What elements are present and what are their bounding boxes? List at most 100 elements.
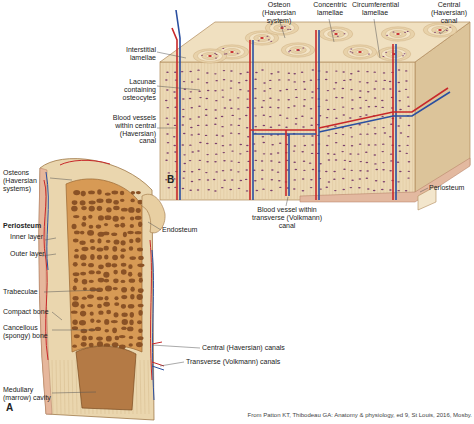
trabecular-space [105, 286, 112, 292]
trabecular-space [71, 311, 78, 314]
osteocyte-lacuna [167, 142, 170, 143]
osteocyte-lacuna [366, 177, 369, 178]
trabecular-space [90, 254, 95, 260]
osteocyte-lacuna [222, 145, 225, 146]
osteocyte-lacuna [309, 162, 312, 163]
central-canal [334, 33, 338, 35]
trabecular-space [120, 191, 124, 196]
osteocyte-lacuna [215, 153, 218, 154]
osteocyte-lacuna [389, 170, 392, 171]
osteocyte-lacuna [239, 153, 242, 154]
osteocyte-lacuna [335, 159, 338, 160]
trabecular-space [121, 312, 127, 316]
osteocyte-lacuna [390, 153, 393, 154]
osteocyte-lacuna [325, 171, 328, 172]
trabecular-space [96, 336, 103, 340]
osteocyte-lacuna [382, 169, 385, 170]
osteocyte-lacuna [311, 91, 314, 92]
lamella-line [406, 63, 407, 199]
trabecular-space [106, 240, 111, 243]
osteocyte-lacuna [375, 106, 378, 107]
striation-line [64, 360, 65, 414]
trabecular-space [121, 248, 126, 252]
osteocyte-lacuna [261, 178, 264, 179]
osteocyte-lacuna [302, 135, 305, 136]
osteocyte-lacuna [382, 56, 384, 57]
trabecular-space [88, 336, 93, 340]
osteocyte-lacuna [173, 91, 176, 92]
osteocyte-lacuna [245, 169, 248, 170]
trabecular-space [98, 215, 104, 220]
lamella-line [191, 63, 192, 199]
lamella-line [380, 63, 381, 199]
trabecular-space [71, 206, 78, 212]
osteocyte-lacuna [389, 136, 392, 137]
lamella-line [371, 63, 372, 199]
trabecular-space [73, 272, 80, 276]
osteocyte-lacuna [405, 89, 408, 90]
osteocyte-lacuna [278, 124, 281, 125]
osteocyte-lacuna [266, 36, 268, 37]
osteocyte-lacuna [407, 96, 410, 97]
osteocyte-lacuna [271, 179, 274, 180]
part-label: Periosteum [3, 222, 55, 230]
osteocyte-lacuna [278, 180, 281, 181]
osteocyte-lacuna [230, 132, 233, 133]
osteocyte-lacuna [198, 91, 201, 92]
osteocyte-lacuna [359, 97, 362, 98]
osteocyte-lacuna [262, 136, 265, 137]
trabecular-space [114, 312, 119, 317]
lamella-line [297, 63, 298, 199]
osteon-ring [323, 29, 348, 40]
trabecular-space [135, 216, 142, 220]
osteocyte-lacuna [357, 70, 360, 71]
osteocyte-lacuna [325, 79, 328, 80]
osteon-ring [290, 46, 307, 53]
osteocyte-lacuna [405, 153, 408, 154]
trabecular-space [72, 326, 78, 330]
osteocyte-lacuna [407, 31, 409, 33]
osteocyte-lacuna [302, 126, 305, 127]
trabecular-space [80, 231, 84, 235]
osteocyte-lacuna [366, 133, 369, 134]
osteocyte-lacuna [270, 190, 273, 191]
osteocyte-lacuna [221, 135, 224, 136]
osteocyte-lacuna [254, 98, 257, 99]
osteocyte-lacuna [197, 189, 200, 190]
osteocyte-lacuna [166, 89, 169, 90]
lamella-line [217, 63, 218, 199]
osteocyte-lacuna [270, 41, 272, 42]
osteocyte-lacuna [215, 171, 218, 172]
osteocyte-lacuna [237, 108, 240, 109]
trabecular-space [96, 224, 101, 228]
osteocyte-lacuna [182, 98, 185, 99]
trabecular-space [89, 270, 95, 274]
osteocyte-lacuna [310, 179, 313, 180]
lamella-line [185, 63, 186, 199]
lamella-line [246, 63, 247, 199]
osteocyte-lacuna [293, 150, 296, 151]
trabecular-space [138, 328, 142, 332]
osteocyte-lacuna [206, 72, 209, 73]
trabecular-space [136, 208, 141, 213]
osteocyte-lacuna [434, 32, 436, 33]
osteon-ring [356, 50, 364, 54]
osteocyte-lacuna [246, 145, 249, 146]
osteon-ring [343, 45, 377, 59]
osteocyte-lacuna [359, 133, 362, 134]
osteocyte-lacuna [399, 151, 402, 152]
osteocyte-lacuna [381, 100, 384, 101]
lamella-line [355, 63, 356, 199]
osteocyte-lacuna [216, 135, 219, 136]
osteocyte-lacuna [374, 154, 377, 155]
osteocyte-lacuna [191, 181, 194, 182]
osteocyte-lacuna [197, 125, 200, 126]
osteocyte-lacuna [238, 118, 241, 119]
osteocyte-lacuna [191, 171, 194, 172]
striation-line [148, 360, 149, 414]
osteocyte-lacuna [229, 144, 232, 145]
trabecular-space [81, 191, 86, 197]
osteocyte-lacuna [199, 97, 202, 98]
osteocyte-lacuna [389, 189, 392, 190]
